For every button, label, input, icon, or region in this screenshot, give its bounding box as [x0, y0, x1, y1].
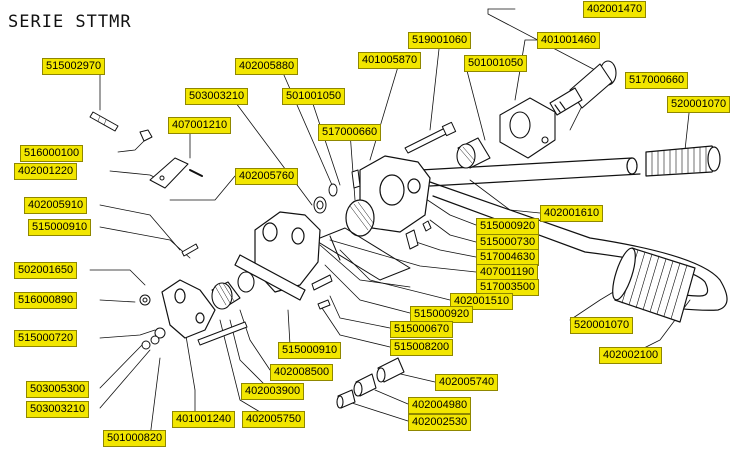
long-bolt: [404, 121, 457, 154]
part-label: 402002100: [599, 347, 663, 364]
part-label: 401001240: [172, 411, 236, 428]
mid-body: [234, 211, 321, 301]
sheet-bracket: [314, 227, 411, 281]
part-label: 402008500: [270, 364, 334, 381]
part-label: 502001650: [14, 262, 78, 279]
pivot-bolt: [549, 60, 617, 116]
bushing-upper: [456, 137, 491, 169]
handlebar-tube: [419, 157, 641, 187]
part-label: 401005870: [358, 52, 422, 69]
part-label: 515000720: [14, 330, 78, 347]
roller: [211, 271, 255, 310]
part-label: 402005910: [24, 197, 88, 214]
part-label: 515000920: [476, 218, 540, 235]
part-label: 515002970: [42, 58, 106, 75]
part-label: 402002530: [408, 414, 472, 431]
part-label: 503005300: [26, 381, 90, 398]
small-hardware-left: [139, 243, 333, 350]
part-label: 516000100: [20, 145, 84, 162]
part-label: 520001070: [667, 96, 731, 113]
part-label: 402005750: [242, 411, 306, 428]
part-label: 520001070: [570, 317, 634, 334]
part-label: 501001050: [282, 88, 346, 105]
part-label: 402004980: [408, 397, 472, 414]
main-casting: [345, 155, 431, 237]
part-label: 517000660: [625, 72, 689, 89]
part-label: 407001210: [168, 117, 232, 134]
part-label: 517000660: [318, 124, 382, 141]
part-label: 503003210: [26, 401, 90, 418]
part-label: 402005880: [235, 58, 299, 75]
part-label: 402001610: [540, 205, 604, 222]
grip-upper: [645, 145, 721, 177]
pivot-arm: [161, 279, 216, 339]
diagram-title: SERIE STTMR: [8, 12, 132, 32]
part-label: 407001190: [476, 264, 539, 281]
part-label: 515008200: [390, 339, 454, 356]
part-label: 402005740: [435, 374, 499, 391]
part-label: 516000890: [14, 292, 78, 309]
bushings-lower: [336, 357, 405, 409]
part-label: 519001060: [408, 32, 472, 49]
small-hardware-upper: [313, 169, 432, 250]
part-label: 501001050: [464, 55, 528, 72]
part-label: 402001220: [14, 163, 78, 180]
part-label: 402003900: [241, 383, 305, 400]
part-label: 515000670: [390, 321, 454, 338]
part-label: 503003210: [185, 88, 249, 105]
part-label: 402001470: [583, 1, 647, 18]
part-label: 515000910: [278, 342, 342, 359]
small-bracket: [149, 157, 203, 189]
part-label: 501000820: [103, 430, 167, 447]
part-label: 515000910: [28, 219, 92, 236]
bolt-515002970: [89, 111, 119, 132]
nut-516000100: [139, 129, 153, 142]
part-label: 402005760: [235, 168, 299, 185]
grip-lower: [612, 247, 696, 323]
clamp-block: [499, 97, 556, 159]
part-label: 401001460: [537, 32, 601, 49]
part-label: 402001510: [450, 293, 514, 310]
